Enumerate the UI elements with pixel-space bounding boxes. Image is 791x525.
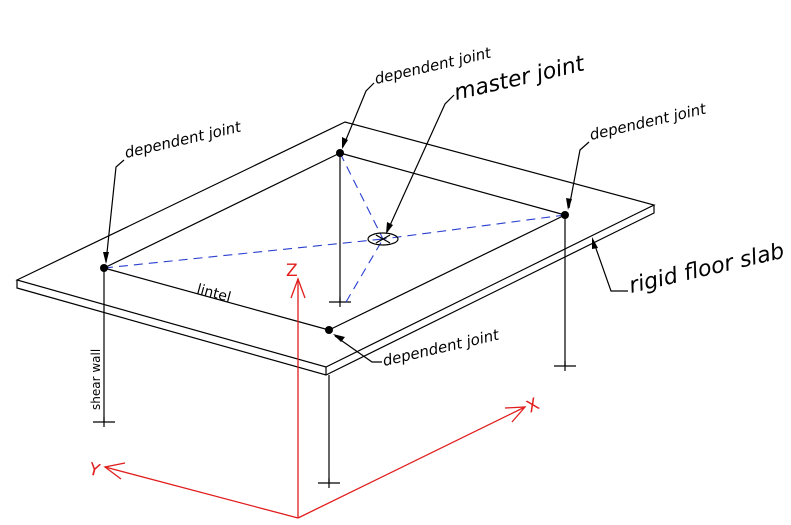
label-lintel: lintel bbox=[195, 281, 233, 305]
columns bbox=[93, 153, 576, 488]
constraint-top bbox=[339, 152, 384, 240]
constraint-left bbox=[103, 238, 384, 269]
joint-left bbox=[100, 264, 108, 272]
leader-top-dependent bbox=[342, 82, 375, 148]
x-arrowhead bbox=[504, 406, 527, 423]
master-joint-cross-b bbox=[375, 234, 391, 244]
leader-slab bbox=[592, 239, 628, 292]
coordinate-axes bbox=[103, 277, 527, 519]
leader-slab-arrow bbox=[592, 237, 598, 249]
label-shear-wall: shear wall bbox=[89, 349, 103, 410]
constraint-lines bbox=[103, 152, 566, 303]
rigid-floor-slab bbox=[15, 121, 656, 376]
y-arrowhead bbox=[103, 462, 126, 480]
front-beam bbox=[328, 214, 566, 331]
label-dependent-joint-right: dependent joint bbox=[588, 99, 709, 144]
label-rigid-floor-slab: rigid floor slab bbox=[627, 239, 787, 299]
axis-label-x: X bbox=[523, 394, 543, 417]
axis-label-z: Z bbox=[286, 261, 298, 281]
x-axis bbox=[297, 406, 526, 519]
joint-dots bbox=[100, 149, 569, 334]
joint-right bbox=[561, 211, 569, 219]
axis-label-y: Y bbox=[86, 459, 102, 481]
leader-master bbox=[386, 94, 455, 233]
leader-right-dependent bbox=[568, 141, 590, 209]
joint-top bbox=[336, 149, 344, 157]
slab-front-edge bbox=[16, 205, 655, 376]
leaders bbox=[103, 82, 628, 363]
leader-front-arrow bbox=[333, 334, 345, 342]
constraint-front bbox=[345, 238, 384, 303]
leader-right-arrow bbox=[566, 198, 572, 210]
label-dependent-joint-front: dependent joint bbox=[381, 325, 502, 370]
label-dependent-joint-left: dependent joint bbox=[123, 117, 244, 162]
top-beam bbox=[103, 152, 341, 269]
leader-front-dependent bbox=[334, 335, 382, 363]
slab-top-face bbox=[15, 121, 656, 368]
master-joint-symbol bbox=[367, 232, 399, 246]
leader-left-arrow bbox=[103, 252, 109, 264]
leader-master-arrow bbox=[386, 222, 393, 234]
joint-front bbox=[325, 326, 333, 334]
beam-frame bbox=[103, 152, 566, 331]
constraint-right bbox=[382, 214, 566, 240]
z-arrowhead bbox=[290, 277, 306, 299]
leader-left-dependent bbox=[105, 159, 125, 263]
leader-top-arrow bbox=[342, 137, 348, 149]
lintel-beam bbox=[103, 267, 330, 331]
right-beam bbox=[339, 152, 566, 216]
master-joint-ellipse bbox=[367, 232, 399, 246]
y-axis bbox=[104, 466, 299, 519]
